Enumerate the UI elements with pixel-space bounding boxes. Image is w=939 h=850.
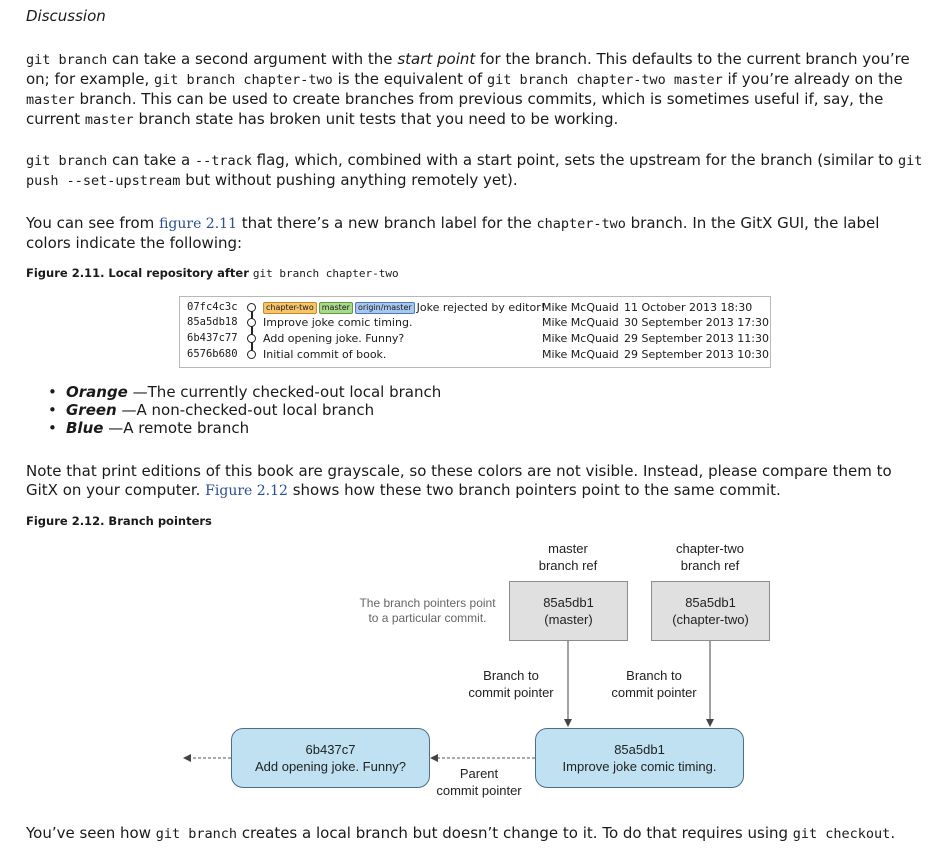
commit-message: Joke rejected by editor! (416, 301, 546, 314)
inline-code: chapter-two (536, 216, 626, 232)
inline-code: git checkout (792, 826, 891, 842)
commit-date: 30 September 2013 17:30 (624, 316, 769, 329)
branch-pointer-label-left: Branch to commit pointer (468, 668, 554, 700)
list-item: •Green —A non-checked-out local branch (48, 401, 375, 419)
commit-row[interactable]: 85a5db18 Improve joke comic timing. Mike… (180, 315, 770, 330)
inline-code: git branch (155, 826, 238, 842)
branch-label-chapter-two: chapter-two (263, 302, 317, 314)
commit-sha: 6576b680 (187, 348, 238, 360)
commit-node-6b437c7: 6b437c7 Add opening joke. Funny? (231, 728, 430, 788)
commit-author: Mike McQuaid (542, 301, 619, 314)
list-item: •Orange —The currently checked-out local… (48, 383, 442, 401)
bullet-icon: • (48, 383, 57, 401)
list-item: •Blue —A remote branch (48, 419, 250, 437)
inline-code: git branch (26, 52, 108, 68)
commit-node-icon (247, 350, 256, 359)
inline-code: git branch chapter-two master (487, 72, 723, 88)
master-ref-label: master branch ref (538, 541, 598, 573)
commit-node-icon (247, 303, 256, 312)
commit-row[interactable]: 6b437c77 Add opening joke. Funny? Mike M… (180, 331, 770, 346)
paragraph-checkout: You’ve seen how git branch creates a loc… (26, 824, 896, 842)
inline-code: master (84, 112, 134, 128)
commit-sha: 6b437c77 (187, 332, 238, 344)
commit-author: Mike McQuaid (542, 348, 619, 361)
commit-sha: 07fc4c3c (187, 301, 238, 313)
commit-row[interactable]: 6576b680 Initial commit of book. Mike Mc… (180, 347, 770, 362)
branch-pointer-label-right: Branch to commit pointer (611, 668, 697, 700)
commit-node-icon (247, 334, 256, 343)
commit-author: Mike McQuaid (542, 332, 619, 345)
inline-code: master (26, 92, 75, 108)
commit-message: Add opening joke. Funny? (263, 332, 405, 345)
inline-code: --track (194, 153, 252, 169)
master-branch-box: 85a5db1 (master) (509, 581, 628, 641)
inline-code: git branch chapter-two (154, 72, 333, 88)
commit-message: Improve joke comic timing. (263, 316, 413, 329)
chapter-two-branch-box: 85a5db1 (chapter-two) (651, 581, 770, 641)
parent-pointer-label: Parent commit pointer (436, 766, 522, 798)
paragraph-grayscale-note: Note that print editions of this book ar… (26, 462, 892, 499)
bullet-icon: • (48, 401, 57, 419)
figure-2-11-caption: Figure 2.11. Local repository after git … (26, 266, 399, 280)
paragraph-track-flag: git branch can take a --track flag, whic… (26, 151, 923, 189)
inline-code: git branch (26, 153, 108, 169)
paragraph-label-colors: You can see from figure 2.11 that there’… (26, 214, 880, 252)
commit-date: 29 September 2013 10:30 (624, 348, 769, 361)
paragraph-start-point: git branch can take a second argument wi… (26, 50, 910, 128)
label-color-list: •Orange —The currently checked-out local… (48, 383, 441, 437)
inline-code: git push --set-upstream (26, 153, 923, 189)
commit-sha: 85a5db18 (187, 316, 238, 328)
branch-label-master: master (318, 302, 353, 314)
figure-2-11-link[interactable]: figure 2.11 (159, 216, 237, 232)
chapter-two-ref-label: chapter-two branch ref (676, 541, 744, 573)
figure-2-12-caption: Figure 2.12. Branch pointers (26, 514, 212, 528)
figure-2-12-link[interactable]: Figure 2.12 (205, 483, 288, 499)
commit-date: 11 October 2013 18:30 (624, 301, 753, 314)
diagram-note: The branch pointers point to a particula… (359, 596, 496, 625)
commit-message: Initial commit of book. (263, 348, 387, 361)
section-heading: Discussion (26, 7, 106, 25)
commit-date: 29 September 2013 11:30 (624, 332, 769, 345)
bullet-icon: • (48, 419, 57, 437)
commit-author: Mike McQuaid (542, 316, 619, 329)
commit-node-85a5db1: 85a5db1 Improve joke comic timing. (535, 728, 744, 788)
commit-node-icon (247, 318, 256, 327)
branch-label-origin-master: origin/master (354, 302, 415, 314)
